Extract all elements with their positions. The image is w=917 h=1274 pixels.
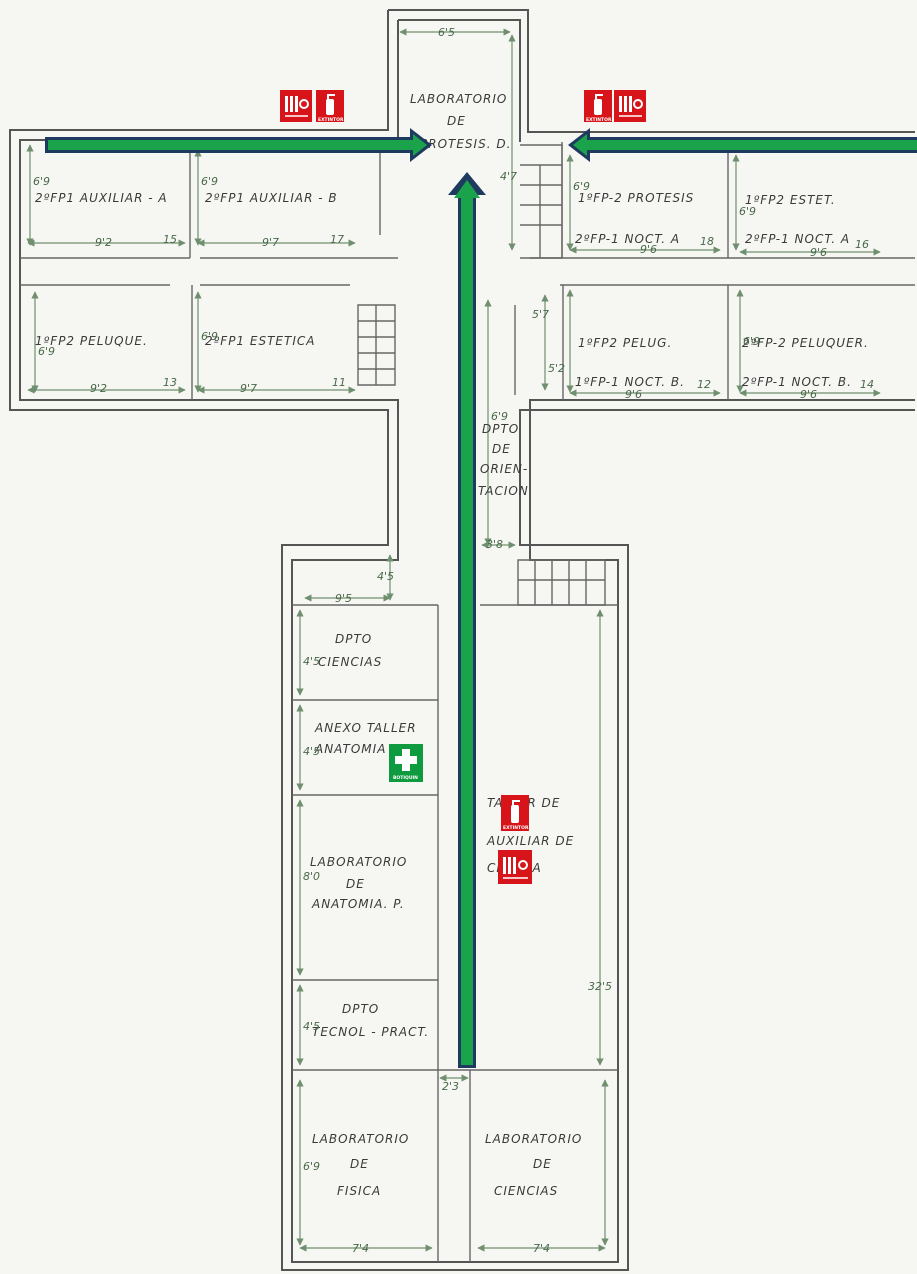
room-fp1-noct-a-16: 2ºFP-1 NOCT. A	[745, 232, 850, 246]
dim-anexo-h: 4'5	[303, 745, 320, 758]
dim-fisica-h: 6'9	[303, 1160, 320, 1173]
dim-south-w: 9'5	[335, 592, 352, 605]
dim-r14-h: 6'9	[743, 335, 760, 348]
fire-extinguisher-icon: EXTINTOR	[501, 795, 529, 831]
dim-ciencias-h: 4'5	[303, 655, 320, 668]
dim-r13-h: 6'9	[38, 345, 55, 358]
room-fp1-noct-a-18: 2ºFP-1 NOCT. A	[575, 232, 680, 246]
room-number-12: 12	[697, 378, 711, 391]
svg-text:EXTINTOR: EXTINTOR	[586, 117, 612, 123]
room-number-13: 13	[163, 376, 177, 389]
fire-extinguisher-icon: EXTINTOR	[584, 90, 612, 123]
dim-r11-h: 6'9	[201, 330, 218, 343]
room-number-18: 18	[700, 235, 714, 248]
room-fp1-estetica: 2ºFP1 ESTETICA	[205, 334, 315, 348]
dpto-tecnol-line1: DPTO	[342, 1002, 379, 1016]
lab-fisica-line3: FISICA	[337, 1184, 381, 1198]
room-fp2-estet: 1ºFP2 ESTET.	[745, 193, 836, 207]
dpto-ciencias-line1: DPTO	[335, 632, 372, 646]
svg-text:EXTINTOR: EXTINTOR	[503, 825, 529, 831]
room-fp1-aux-b: 2ºFP1 AUXILIAR - B	[205, 191, 338, 205]
evacuation-arrow-west	[45, 128, 432, 162]
lab-anatomia-line3: ANATOMIA. P.	[311, 897, 405, 911]
lab-fisica-line2: DE	[350, 1157, 369, 1171]
room-fp2-protesis: 1ºFP-2 PROTESIS	[578, 191, 694, 205]
dim-r18-h: 6'9	[573, 180, 590, 193]
dim-taller-h: 32'5	[588, 980, 612, 993]
dim-orient-w: 3'8	[486, 538, 503, 551]
dim-r11-w: 9'7	[240, 382, 257, 395]
room-number-15: 15	[163, 233, 177, 246]
dim-r13-w: 9'2	[90, 382, 107, 395]
dpto-orientacion-line2: DE	[492, 442, 511, 456]
dpto-orientacion-line3: ORIEN-	[480, 462, 528, 476]
dim-ciencias-w: 7'4	[533, 1242, 550, 1255]
dpto-ciencias-line2: CIENCIAS	[318, 655, 382, 669]
fire-hose-icon	[498, 850, 532, 884]
room-number-16: 16	[855, 238, 869, 251]
dim-r14-w: 9'6	[800, 388, 817, 401]
dpto-orientacion-line1: DPTO	[482, 422, 519, 436]
lab-protesis-line2: DE	[447, 114, 466, 128]
dim-r12-w: 9'6	[625, 388, 642, 401]
lab-anatomia-line1: LABORATORIO	[310, 855, 407, 869]
dim-anatomia-h: 8'0	[303, 870, 320, 883]
svg-text:BOTIQUIN: BOTIQUIN	[393, 775, 418, 781]
dimension-labels: 6'5 4'7 9'2 6'9 9'7 6'9 9'2 6'9 9'7 6'9 …	[33, 26, 827, 1255]
dim-r15-w: 9'2	[95, 236, 112, 249]
dpto-orientacion-line4: TACION	[478, 484, 529, 498]
dim-corr-w: 2'3	[442, 1080, 459, 1093]
room-fp2-peluquer: 2ºFP-2 PELUQUER.	[742, 336, 869, 350]
dim-top-width: 6'5	[438, 26, 455, 39]
room-number-11: 11	[332, 376, 346, 389]
anexo-taller-line1: ANEXO TALLER	[314, 721, 417, 735]
dim-r12-h: 5'2	[548, 362, 565, 375]
lab-protesis-line1: LABORATORIO	[410, 92, 507, 106]
room-number-14: 14	[860, 378, 874, 391]
dim-small-w: 5'7	[532, 308, 549, 321]
dpto-tecnol-line2: TECNOL - PRACT.	[312, 1025, 429, 1039]
dimension-lines	[26, 28, 881, 1252]
walls	[9, 9, 915, 1271]
safety-signs: EXTINTOR EXTINTOR EXTINTOR	[280, 90, 646, 884]
anexo-taller-line2: ANATOMIA	[314, 742, 386, 756]
fire-hose-icon	[614, 90, 646, 122]
dim-r16-h: 6'9	[739, 205, 756, 218]
evacuation-routes	[45, 128, 917, 1068]
room-fp1-aux-a: 2ºFP1 AUXILIAR - A	[35, 191, 168, 205]
dim-orient-h: 6'9	[491, 410, 508, 423]
room-number-17: 17	[330, 233, 344, 246]
first-aid-icon: BOTIQUIN	[389, 744, 423, 782]
evacuation-arrow-south	[448, 172, 486, 1068]
lab-ciencias-line2: DE	[533, 1157, 552, 1171]
svg-text:EXTINTOR: EXTINTOR	[318, 117, 344, 123]
room-fp1-noct-b-12: 1ºFP-1 NOCT. B.	[575, 375, 685, 389]
dim-top-height: 4'7	[500, 170, 517, 183]
dim-fisica-w: 7'4	[352, 1242, 369, 1255]
room-labels: LABORATORIO DE PROTESIS. D. 2ºFP1 AUXILI…	[35, 92, 869, 1198]
lab-fisica-line1: LABORATORIO	[312, 1132, 409, 1146]
dim-south-h: 4'5	[377, 570, 394, 583]
dim-r16-w: 9'6	[810, 246, 827, 259]
dim-r18-w: 9'6	[640, 243, 657, 256]
fire-extinguisher-icon: EXTINTOR	[316, 90, 344, 123]
dim-tecnol-h: 4'5	[303, 1020, 320, 1033]
room-numbers: 15 17 18 16 13 11 12 14	[163, 233, 874, 391]
room-fp2-pelug: 1ºFP2 PELUG.	[578, 336, 672, 350]
dim-r17-w: 9'7	[262, 236, 279, 249]
room-fp1-noct-b-14: 2ºFP-1 NOCT. B.	[742, 375, 852, 389]
lab-ciencias-line3: CIENCIAS	[494, 1184, 558, 1198]
lab-anatomia-line2: DE	[346, 877, 365, 891]
dim-r15-h: 6'9	[33, 175, 50, 188]
lab-ciencias-line1: LABORATORIO	[485, 1132, 582, 1146]
room-fp2-peluque: 1ºFP2 PELUQUE.	[35, 334, 148, 348]
lab-protesis-line3: PROTESIS. D.	[420, 137, 511, 151]
dim-r17-h: 6'9	[201, 175, 218, 188]
fire-hose-icon	[280, 90, 312, 122]
evacuation-arrow-east	[568, 128, 917, 162]
taller-aux-line2: AUXILIAR DE	[486, 834, 574, 848]
